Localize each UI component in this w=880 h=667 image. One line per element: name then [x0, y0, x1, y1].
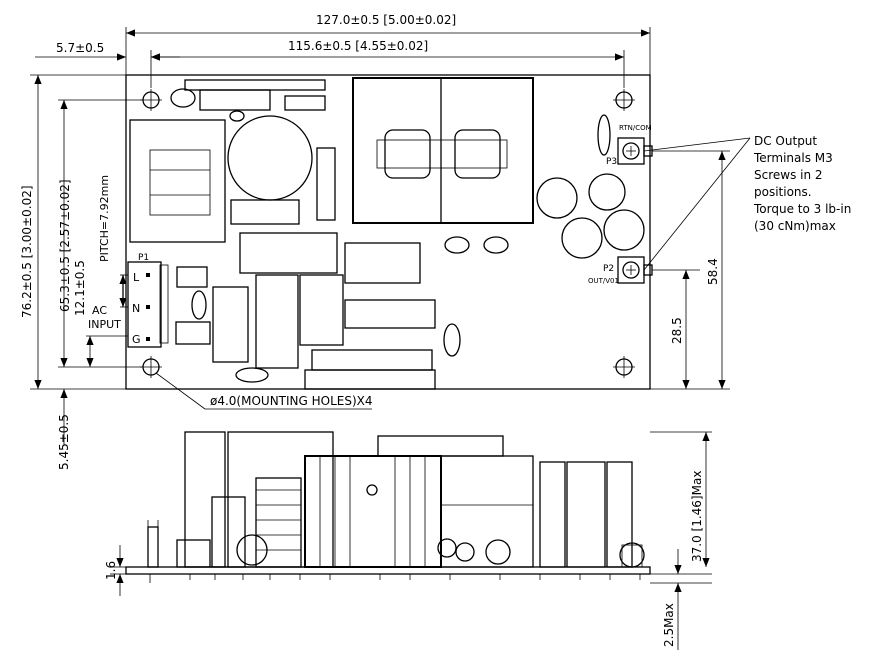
note-line-2: Terminals M3: [753, 151, 833, 165]
ac-input-connector-p1: P1 L N G AC INPUT: [86, 253, 169, 348]
out-v01-label: OUT/V01: [588, 277, 619, 285]
mounting-holes: [140, 89, 635, 378]
overall-height-label: 76.2±0.5 [3.00±0.02]: [20, 185, 34, 318]
pin-n-label: N: [132, 302, 140, 315]
p3-label: P3: [606, 157, 617, 167]
rtn-com-label: RTN/COM: [619, 124, 652, 132]
side-components: [147, 431, 645, 568]
pcb-thickness-label: 1.6: [104, 561, 118, 580]
pin-l-label: L: [133, 271, 140, 284]
terminal-p2: P2 OUT/V01: [588, 256, 653, 285]
note-line-3: Screws in 2: [754, 168, 823, 182]
p1-offset-label: 12.1±0.5: [73, 260, 87, 316]
pcb-outline-side: [125, 566, 651, 575]
pin-g-label: G: [132, 333, 141, 346]
note-line-5: Torque to 3 lb-in: [753, 202, 851, 216]
p2-height-label: 28.5: [670, 317, 684, 344]
note-line-4: positions.: [754, 185, 812, 199]
top-view: RTN/COM P3 P2 OUT/V01 P1 L N G AC IN: [86, 74, 653, 390]
ac-input-label-line1: AC: [92, 304, 107, 317]
side-dimensions: 37.0 [1.46]Max 2.5Max 1.6: [104, 431, 712, 650]
overall-width-label: 127.0±0.5 [5.00±0.02]: [316, 13, 456, 27]
bottom-offset-label: 5.45±0.5: [57, 414, 71, 470]
p3-height-label: 58.4: [706, 258, 720, 285]
mounting-holes-label: ø4.0(MOUNTING HOLES)X4: [210, 394, 373, 408]
terminal-p3: RTN/COM P3: [606, 124, 653, 167]
hole-height-label: 65.3±0.5 [2.57±0.02]: [58, 179, 72, 312]
note-line-6: (30 cNm)max: [754, 219, 836, 233]
dc-output-note: DC Output Terminals M3 Screws in 2 posit…: [753, 134, 851, 233]
top-components: [129, 77, 645, 390]
pcb-outline-top: [125, 74, 651, 390]
hole-span-label: 115.6±0.5 [4.55±0.02]: [288, 39, 428, 53]
note-line-1: DC Output: [754, 134, 817, 148]
side-view: [125, 431, 651, 583]
p1-label: P1: [138, 253, 149, 263]
ac-input-label-line2: INPUT: [88, 318, 121, 331]
top-dimensions: 127.0±0.5 [5.00±0.02] 115.6±0.5 [4.55±0.…: [20, 13, 751, 470]
pitch-label: PITCH=7.92mm: [98, 175, 111, 262]
edge-offset-label: 5.7±0.5: [56, 41, 104, 55]
component-height-label: 37.0 [1.46]Max: [690, 471, 704, 562]
pin-length-label: 2.5Max: [662, 603, 676, 647]
p2-label: P2: [603, 264, 614, 274]
